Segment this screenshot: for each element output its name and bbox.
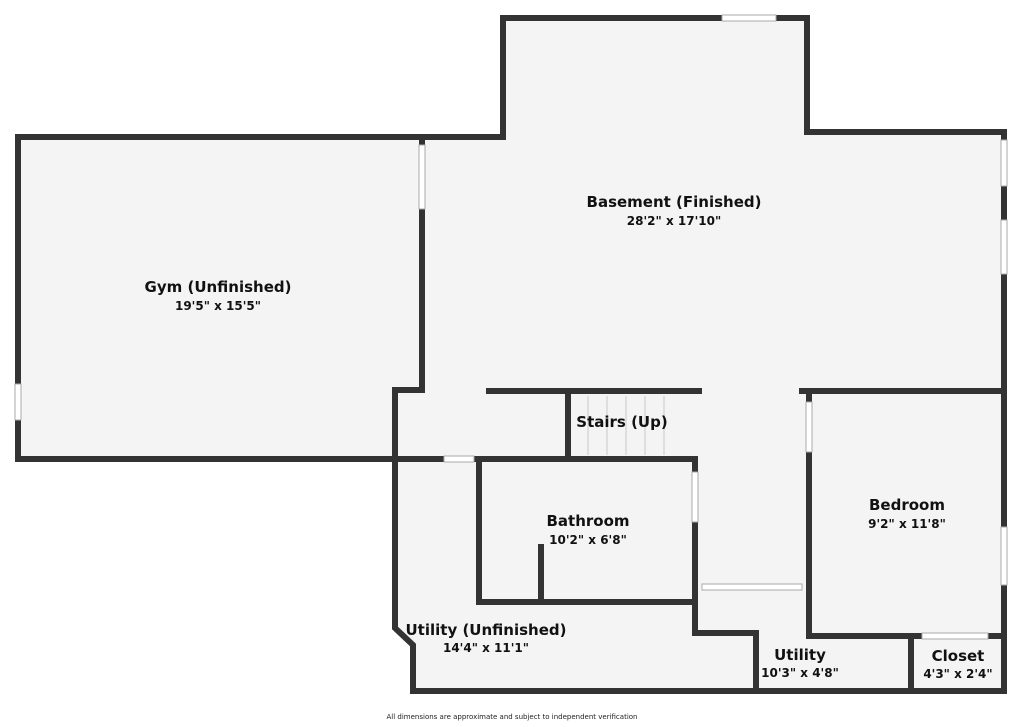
windows [14,14,1008,640]
window-right-2 [1000,219,1008,275]
bathroom-name: Bathroom [546,512,629,530]
window-gym-left [14,383,22,421]
opening-gym-basement [418,144,426,210]
utility-unfinished-dimensions: 14'4" x 11'1" [443,641,529,655]
disclaimer: All dimensions are approximate and subje… [386,713,638,721]
opening-bedroom [805,401,813,453]
floor-area [18,18,1004,691]
opening-hall [701,583,803,591]
gym-dimensions: 19'5" x 15'5" [175,299,261,313]
basement-name: Basement (Finished) [587,193,762,211]
utility-dimensions: 10'3" x 4'8" [761,666,839,680]
room-labels: Basement (Finished) 28'2" x 17'10" Gym (… [145,193,993,681]
basement-dimensions: 28'2" x 17'10" [627,214,721,228]
opening-closet [921,632,989,640]
closet-dimensions: 4'3" x 2'4" [923,667,992,681]
stairs-name: Stairs (Up) [576,413,667,431]
window-top [721,14,777,22]
bedroom-dimensions: 9'2" x 11'8" [868,517,946,531]
bedroom-name: Bedroom [869,496,945,514]
window-right-1 [1000,139,1008,187]
opening-bathroom [691,471,699,523]
opening-corridor [443,455,475,463]
utility-unfinished-name: Utility (Unfinished) [406,621,567,639]
utility-name: Utility [774,646,826,664]
closet-name: Closet [932,647,985,665]
window-right-3 [1000,526,1008,586]
bathroom-dimensions: 10'2" x 6'8" [549,533,627,547]
gym-name: Gym (Unfinished) [145,278,292,296]
stairs-treads [587,396,665,455]
